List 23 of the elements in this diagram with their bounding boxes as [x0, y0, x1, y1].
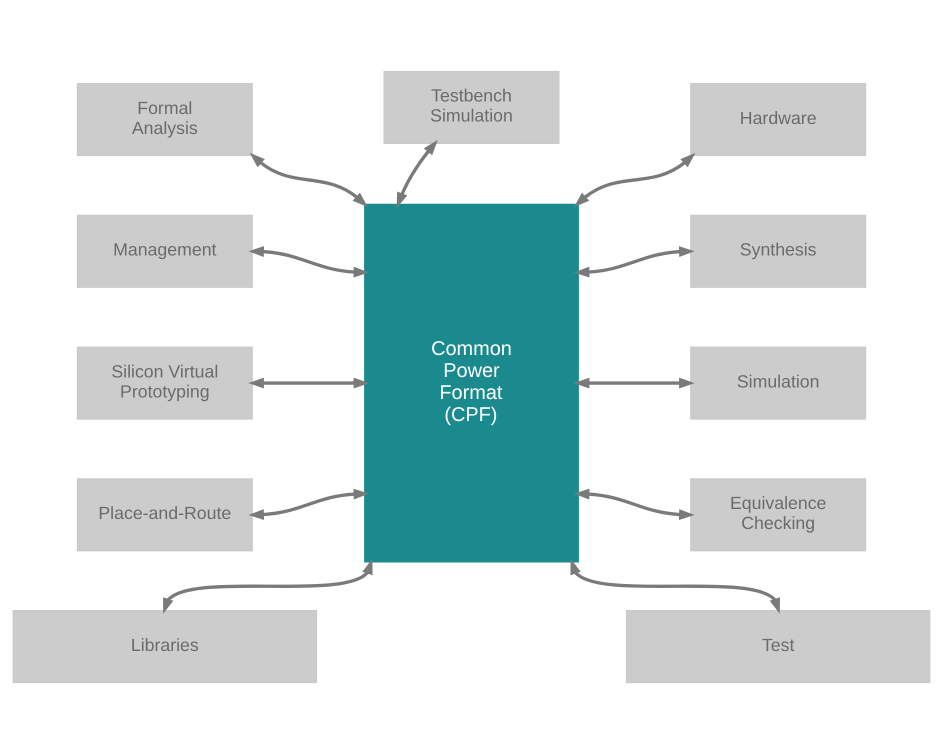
- node-box: Testbench Simulation: [383, 70, 560, 144]
- arrow: [570, 558, 780, 614]
- arrow: [248, 377, 370, 388]
- node-box: Synthesis: [690, 214, 866, 288]
- node-box: Management: [76, 214, 253, 288]
- arrow: [396, 139, 438, 208]
- node-box: Hardware: [690, 82, 866, 156]
- node-box: Common Power Format (CPF): [364, 203, 579, 562]
- node-box: Test: [626, 610, 930, 683]
- arrow: [574, 152, 696, 207]
- arrow: [574, 488, 695, 520]
- node-box: Silicon Virtual Prototyping: [76, 346, 253, 420]
- node-box: Libraries: [12, 610, 318, 683]
- arrow: [574, 377, 695, 388]
- node-box: Simulation: [690, 346, 866, 420]
- arrow: [574, 246, 695, 278]
- node-box: Place-and-Route: [76, 478, 253, 551]
- arrow: [248, 488, 370, 520]
- arrow: [248, 246, 370, 278]
- arrow: [163, 558, 373, 614]
- arrow: [250, 152, 368, 207]
- node-box: Equivalence Checking: [690, 478, 866, 551]
- node-box: Formal Analysis: [76, 82, 253, 156]
